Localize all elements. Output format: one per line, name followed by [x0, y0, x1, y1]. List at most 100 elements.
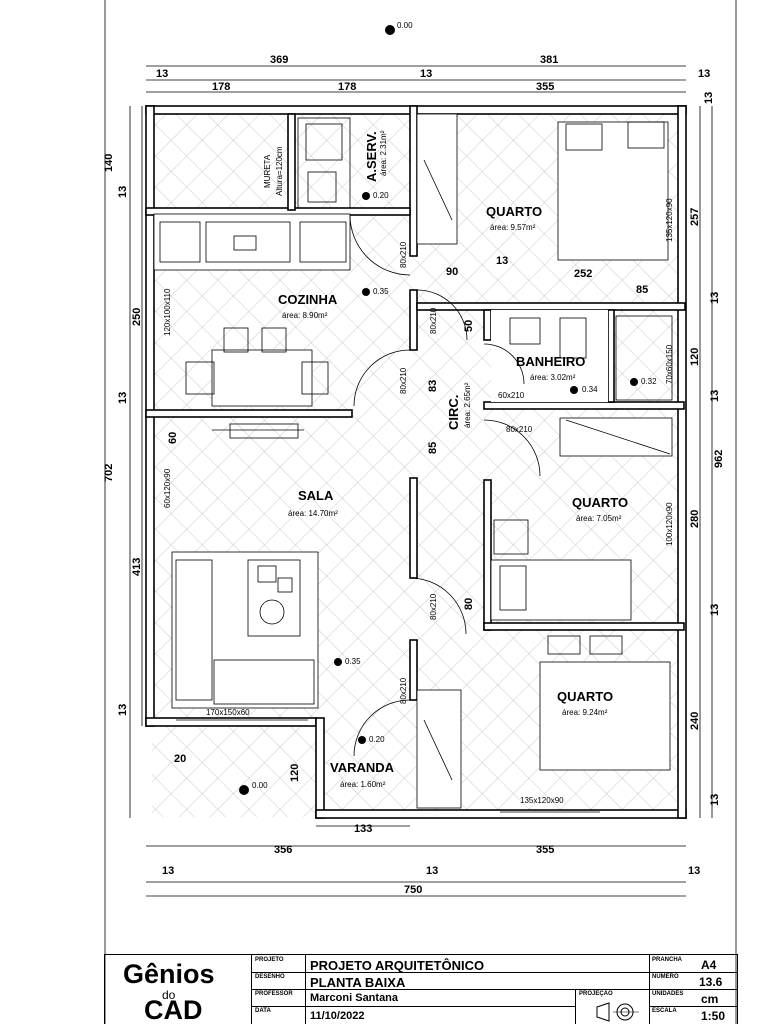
dimension-texts: 369 381 13 178 178 13 355 13 140 13 250 …	[103, 54, 725, 896]
level-banheiro: 0.34	[582, 385, 598, 394]
dim-inner-252: 252	[574, 268, 592, 280]
room-sala-area: área: 14.70m²	[288, 509, 338, 518]
level-top: 0.00	[397, 21, 413, 30]
level-kitchen: 0.35	[373, 287, 389, 296]
escala-label: ESCALA	[652, 1008, 677, 1014]
dim-inner-60: 60	[167, 432, 179, 444]
dim-right-962: 962	[713, 450, 725, 468]
room-sala-name: SALA	[298, 488, 334, 503]
row-divider	[251, 989, 649, 990]
dim-bottom-133: 133	[354, 823, 372, 835]
dim-right-13d: 13	[709, 604, 721, 616]
dim-left-13b: 13	[117, 392, 129, 404]
data-label: DATA	[255, 1008, 271, 1014]
window-label: 135x120x90	[520, 796, 564, 805]
opening-labels: MURETA Altura=120cm 80x210 80x210 80x210…	[163, 146, 674, 805]
dim-bottom-13a: 13	[162, 865, 174, 877]
prancha-label: PRANCHA	[652, 957, 682, 963]
dim-right-120: 120	[689, 348, 701, 366]
dim-bottom-356: 356	[274, 844, 292, 856]
row-divider	[649, 989, 737, 990]
room-quarto3-name: QUARTO	[557, 689, 613, 704]
window-label: 100x120x90	[665, 502, 674, 546]
window-label: 60x120x90	[163, 468, 172, 508]
unidades-label: UNIDADES	[652, 991, 684, 997]
dim-inner-80: 80	[463, 598, 475, 610]
col-divider	[305, 955, 306, 1024]
room-quarto1-area: área: 9.57m²	[490, 223, 536, 232]
row-divider	[649, 972, 737, 973]
dim-right-280: 280	[689, 510, 701, 528]
window-label: 120x100x110	[163, 288, 172, 336]
dim-left-120: 120	[289, 764, 301, 782]
prancha-value: A4	[701, 958, 717, 972]
dim-right-13c: 13	[709, 390, 721, 402]
logo-mid-text: do	[162, 988, 176, 1002]
room-quarto2-area: área: 7.05m²	[576, 514, 622, 523]
room-banheiro-area: área: 3.02m²	[530, 373, 576, 382]
level-sala: 0.35	[345, 657, 361, 666]
room-cozinha-area: área: 8.90m²	[282, 311, 328, 320]
room-varanda-name: VARANDA	[330, 760, 395, 775]
room-aserv-area: área: 2.31m²	[379, 130, 388, 176]
level-aserv: 0.20	[373, 191, 389, 200]
dim-t13-c: 13	[698, 68, 710, 80]
window-label: 70x60x150	[665, 344, 674, 384]
escala-value: 1:50	[701, 1009, 726, 1023]
dim-left-250: 250	[131, 308, 143, 326]
room-circ-name: CIRC.	[446, 395, 461, 430]
dim-bottom-13b: 13	[426, 865, 438, 877]
dim-t13-b: 13	[420, 68, 432, 80]
dim-t178-b: 178	[338, 81, 356, 93]
numero-label: NÚMERO	[652, 974, 679, 980]
level-varanda: 0.20	[369, 735, 385, 744]
room-varanda-area: área: 1.60m²	[340, 780, 386, 789]
door-swings	[349, 214, 541, 757]
door-label: 80x210	[506, 425, 533, 434]
room-aserv-name: A.SERV.	[364, 131, 379, 182]
window-label: 135x120x90	[665, 198, 674, 242]
room-quarto3-area: área: 9.24m²	[562, 708, 608, 717]
dim-right-257: 257	[689, 208, 701, 226]
projecao-label: PROJEÇÃO	[579, 991, 613, 997]
desenho-label: DESENHO	[255, 974, 285, 980]
interior-walls	[145, 105, 686, 809]
dim-left-140: 140	[103, 154, 115, 172]
dim-left-13a: 13	[117, 186, 129, 198]
room-quarto2-name: QUARTO	[572, 495, 628, 510]
dim-left-702: 702	[103, 464, 115, 482]
row-divider	[251, 972, 649, 973]
dim-inner-85b: 85	[427, 442, 439, 454]
dim-top-right: 381	[540, 54, 558, 66]
dim-bottom-355: 355	[536, 844, 554, 856]
dim-right-13a: 13	[703, 92, 715, 104]
door-label: 80x210	[399, 367, 408, 394]
data-value: 11/10/2022	[310, 1010, 365, 1022]
dim-t178-a: 178	[212, 81, 230, 93]
door-label: 80x210	[399, 677, 408, 704]
door-label: 80x210	[399, 241, 408, 268]
dim-t355: 355	[536, 81, 554, 93]
dim-bottom-750: 750	[404, 884, 422, 896]
door-label: 80x210	[429, 307, 438, 334]
dim-right-240: 240	[689, 712, 701, 730]
projeto-label: PROJETO	[255, 957, 284, 963]
level-shower: 0.32	[641, 377, 657, 386]
dimension-lines	[129, 65, 713, 897]
mureta-label: MURETA	[263, 154, 272, 188]
dim-left-413: 413	[131, 558, 143, 576]
logo-bottom-text: CAD	[144, 995, 203, 1024]
dim-inner-85: 85	[636, 284, 648, 296]
door-label: 60x210	[498, 391, 525, 400]
furniture	[159, 117, 673, 813]
row-divider	[251, 1006, 575, 1007]
dim-right-13b: 13	[709, 292, 721, 304]
room-quarto1-name: QUARTO	[486, 204, 542, 219]
row-divider	[649, 1006, 737, 1007]
dim-right-13e: 13	[709, 794, 721, 806]
level-left: 0.00	[252, 781, 268, 790]
professor-value: Marconi Santana	[310, 992, 399, 1004]
dim-bottom-13c: 13	[688, 865, 700, 877]
